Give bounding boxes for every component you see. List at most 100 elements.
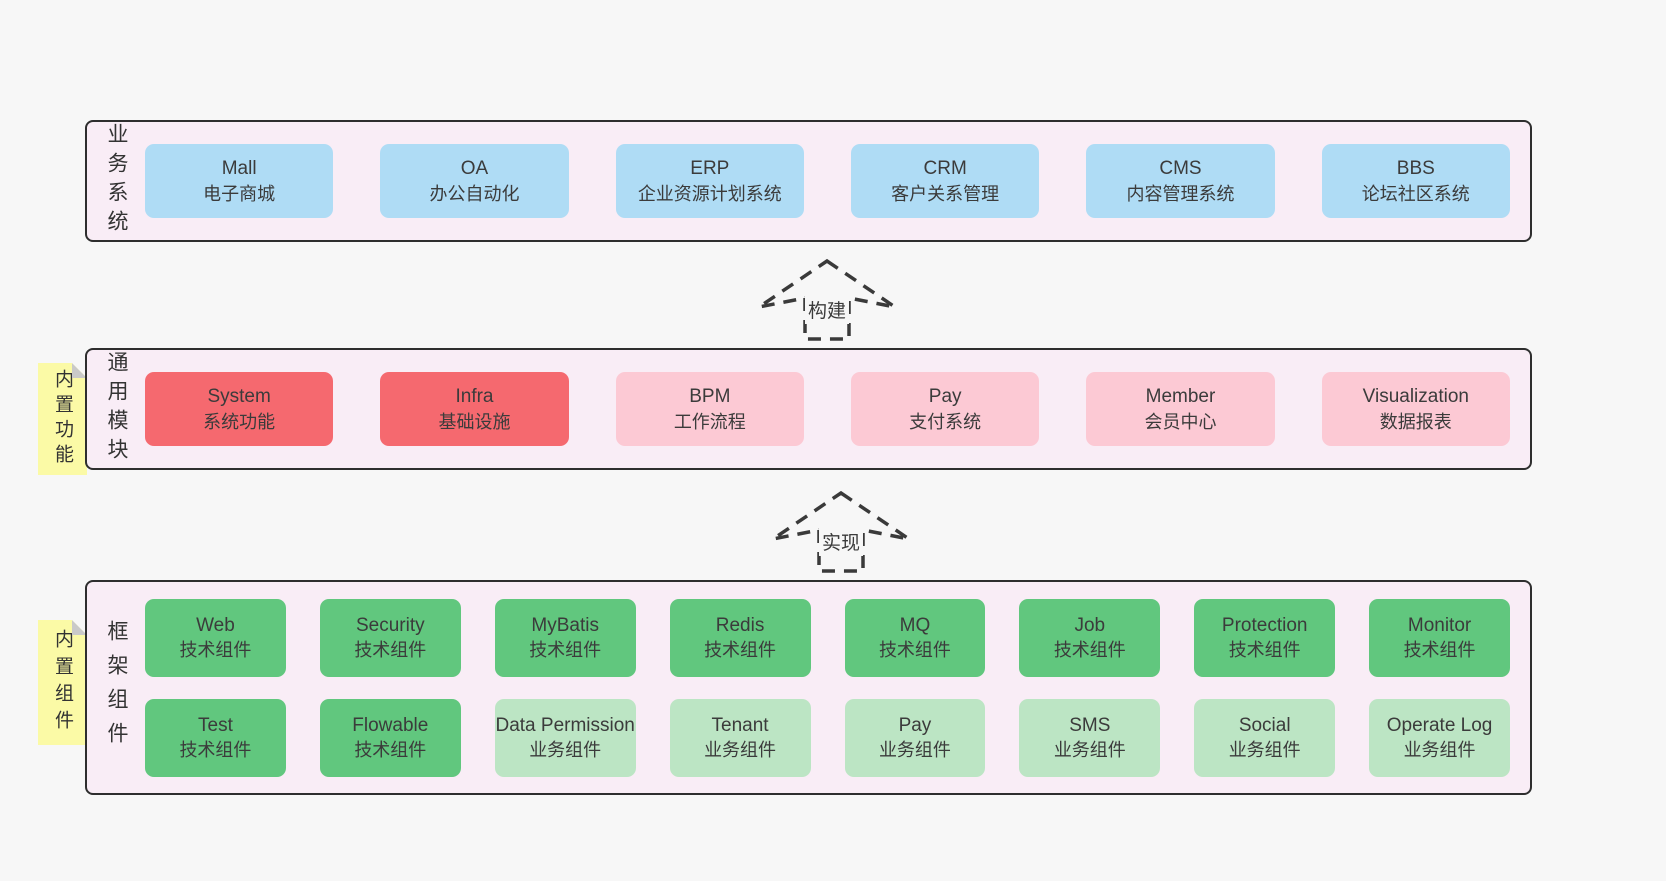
arrow-implement-label: 实现 bbox=[818, 527, 864, 556]
box-cms: CMS 内容管理系统 bbox=[1086, 144, 1275, 218]
component-rows: Web 技术组件 Security 技术组件 MyBatis 技术组件 Redi… bbox=[145, 582, 1530, 793]
box-subtitle: 业务组件 bbox=[1228, 740, 1301, 761]
box-title: OA bbox=[460, 158, 489, 180]
panel-modules-label: 通用模块 bbox=[105, 351, 128, 467]
sticky-label: 内置组件 bbox=[52, 628, 73, 737]
box-mall: Mall 电子商城 bbox=[145, 144, 334, 218]
box-erp: ERP 企业资源计划系统 bbox=[615, 144, 804, 218]
dashed-up-arrow-icon bbox=[772, 490, 910, 573]
box-infra: Infra 基础设施 bbox=[380, 372, 569, 446]
box-security: Security 技术组件 bbox=[319, 598, 461, 677]
box-data-permission: Data Permission 业务组件 bbox=[494, 698, 636, 777]
box-title: Job bbox=[1074, 614, 1106, 636]
box-system: System 系统功能 bbox=[145, 372, 334, 446]
box-mybatis: MyBatis 技术组件 bbox=[494, 598, 636, 677]
box-title: Flowable bbox=[352, 714, 429, 736]
box-subtitle: 技术组件 bbox=[529, 640, 602, 661]
box-subtitle: 业务组件 bbox=[878, 740, 951, 761]
box-title: Tenant bbox=[711, 714, 769, 736]
box-subtitle: 业务组件 bbox=[529, 740, 602, 761]
box-subtitle: 业务组件 bbox=[704, 740, 777, 761]
box-protection: Protection 技术组件 bbox=[1194, 598, 1336, 677]
box-title: Pay bbox=[928, 386, 962, 408]
component-row-2: Test 技术组件 Flowable 技术组件 Data Permission … bbox=[145, 698, 1510, 777]
box-subtitle: 业务组件 bbox=[1053, 740, 1126, 761]
arrow-build: 构建 bbox=[751, 255, 903, 343]
box-job: Job 技术组件 bbox=[1019, 598, 1161, 677]
box-subtitle: 技术组件 bbox=[878, 640, 951, 661]
box-tenant: Tenant 业务组件 bbox=[669, 698, 811, 777]
component-row-1: Web 技术组件 Security 技术组件 MyBatis 技术组件 Redi… bbox=[145, 598, 1510, 677]
box-title: Protection bbox=[1221, 614, 1308, 636]
box-subtitle: 业务组件 bbox=[1403, 740, 1476, 761]
box-social: Social 业务组件 bbox=[1194, 698, 1336, 777]
box-title: Monitor bbox=[1407, 614, 1472, 636]
box-oa: OA 办公自动化 bbox=[380, 144, 569, 218]
sticky-label: 内置功能 bbox=[52, 369, 73, 469]
box-operate-log: Operate Log 业务组件 bbox=[1369, 698, 1510, 777]
box-subtitle: 论坛社区系统 bbox=[1361, 183, 1470, 204]
box-title: SMS bbox=[1069, 714, 1111, 736]
box-pay-module: Pay 支付系统 bbox=[850, 372, 1040, 446]
box-subtitle: 技术组件 bbox=[354, 740, 427, 761]
box-subtitle: 会员中心 bbox=[1144, 411, 1217, 432]
box-subtitle: 数据报表 bbox=[1379, 411, 1452, 432]
dashed-up-arrow-icon bbox=[758, 258, 896, 341]
box-redis: Redis 技术组件 bbox=[669, 598, 811, 677]
box-sms: SMS 业务组件 bbox=[1019, 698, 1161, 777]
box-title: Test bbox=[198, 714, 233, 736]
box-subtitle: 技术组件 bbox=[354, 640, 427, 661]
arrow-implement: 实现 bbox=[765, 487, 917, 575]
box-bbs: BBS 论坛社区系统 bbox=[1321, 144, 1510, 218]
box-title: CMS bbox=[1159, 158, 1202, 180]
box-subtitle: 基础设施 bbox=[438, 411, 511, 432]
sticky-built-in-components: 内置组件 bbox=[38, 620, 87, 745]
box-title: Member bbox=[1145, 386, 1216, 408]
box-title: ERP bbox=[690, 158, 730, 180]
box-crm: CRM 客户关系管理 bbox=[850, 144, 1040, 218]
box-title: Security bbox=[355, 614, 425, 636]
box-subtitle: 技术组件 bbox=[1403, 640, 1476, 661]
box-bpm: BPM 工作流程 bbox=[615, 372, 804, 446]
box-web: Web 技术组件 bbox=[145, 598, 286, 677]
box-subtitle: 技术组件 bbox=[179, 740, 252, 761]
box-title: MQ bbox=[899, 614, 931, 636]
box-title: MyBatis bbox=[531, 614, 599, 636]
box-title: Redis bbox=[715, 614, 765, 636]
box-title: System bbox=[207, 386, 271, 408]
box-title: Infra bbox=[455, 386, 494, 408]
panel-business-systems: 业务系统 Mall 电子商城 OA 办公自动化 ERP 企业资源计划系统 CRM… bbox=[85, 120, 1532, 242]
business-boxes: Mall 电子商城 OA 办公自动化 ERP 企业资源计划系统 CRM 客户关系… bbox=[145, 122, 1530, 240]
box-title: Visualization bbox=[1362, 386, 1469, 408]
box-subtitle: 工作流程 bbox=[673, 411, 746, 432]
box-title: CRM bbox=[923, 158, 967, 180]
box-subtitle: 技术组件 bbox=[1053, 640, 1126, 661]
box-test: Test 技术组件 bbox=[145, 698, 286, 777]
panel-business-label: 业务系统 bbox=[105, 123, 128, 239]
box-subtitle: 企业资源计划系统 bbox=[637, 183, 782, 204]
box-subtitle: 支付系统 bbox=[909, 411, 982, 432]
arrow-build-label: 构建 bbox=[804, 295, 850, 324]
box-title: BPM bbox=[689, 386, 731, 408]
box-visualization: Visualization 数据报表 bbox=[1321, 372, 1510, 446]
box-subtitle: 技术组件 bbox=[704, 640, 777, 661]
box-title: BBS bbox=[1396, 158, 1435, 180]
box-title: Social bbox=[1238, 714, 1291, 736]
box-subtitle: 办公自动化 bbox=[429, 183, 520, 204]
box-subtitle: 技术组件 bbox=[1228, 640, 1301, 661]
box-subtitle: 客户关系管理 bbox=[891, 183, 1000, 204]
box-flowable: Flowable 技术组件 bbox=[319, 698, 461, 777]
panel-components-label: 框架组件 bbox=[105, 619, 128, 756]
box-monitor: Monitor 技术组件 bbox=[1369, 598, 1510, 677]
box-subtitle: 内容管理系统 bbox=[1126, 183, 1235, 204]
panel-common-modules: 通用模块 System 系统功能 Infra 基础设施 BPM 工作流程 Pay… bbox=[85, 348, 1532, 470]
box-title: Web bbox=[196, 614, 235, 636]
box-title: Operate Log bbox=[1386, 714, 1493, 736]
box-subtitle: 电子商城 bbox=[203, 183, 276, 204]
box-member: Member 会员中心 bbox=[1086, 372, 1275, 446]
box-title: Pay bbox=[898, 714, 932, 736]
box-title: Data Permission bbox=[495, 714, 635, 736]
sticky-built-in-features: 内置功能 bbox=[38, 363, 87, 475]
module-boxes: System 系统功能 Infra 基础设施 BPM 工作流程 Pay 支付系统… bbox=[145, 350, 1530, 468]
